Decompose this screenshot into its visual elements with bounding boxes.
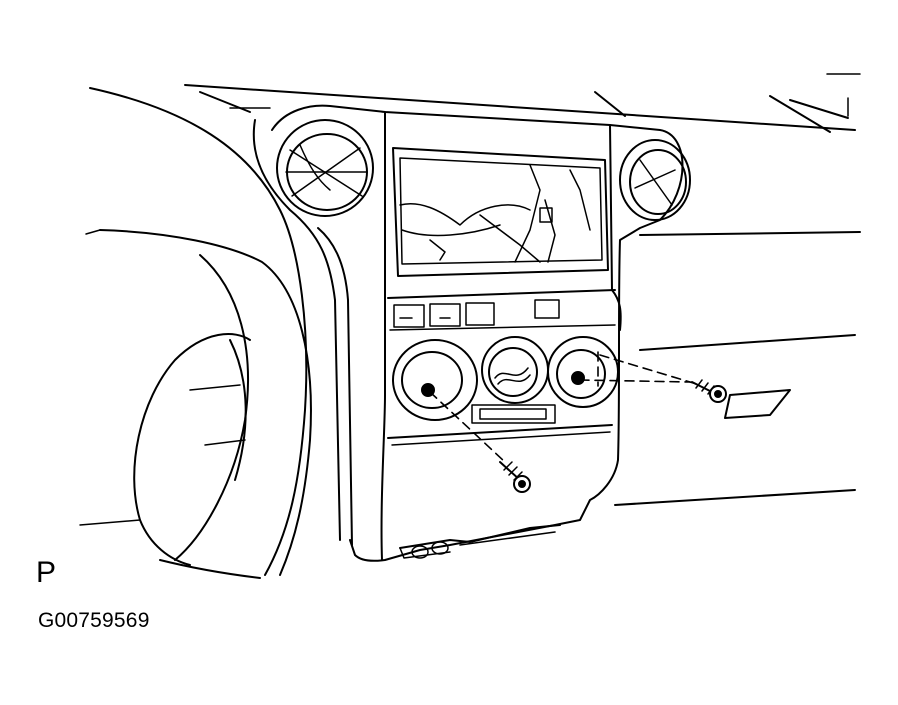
leader-lines	[429, 351, 701, 463]
control-slot	[471, 404, 556, 424]
screw-right	[691, 379, 727, 403]
steering-wheel	[79, 87, 312, 579]
center-control-knob	[481, 336, 549, 404]
figure-code: G00759569	[38, 609, 150, 632]
lower-console-panel	[387, 424, 613, 559]
switch-row	[387, 289, 616, 331]
right-air-vent	[619, 139, 691, 221]
dashboard-top-edge	[184, 73, 861, 133]
left-dash-curves	[252, 119, 353, 546]
left-control-knob	[392, 339, 478, 421]
right-dash-lines	[614, 231, 861, 506]
left-air-vent	[276, 119, 374, 217]
radio-opening	[392, 147, 609, 277]
view-letter: P	[36, 556, 57, 589]
right-control-knob	[547, 336, 619, 408]
screw-left	[499, 461, 531, 493]
center-console-bezel	[271, 104, 684, 562]
